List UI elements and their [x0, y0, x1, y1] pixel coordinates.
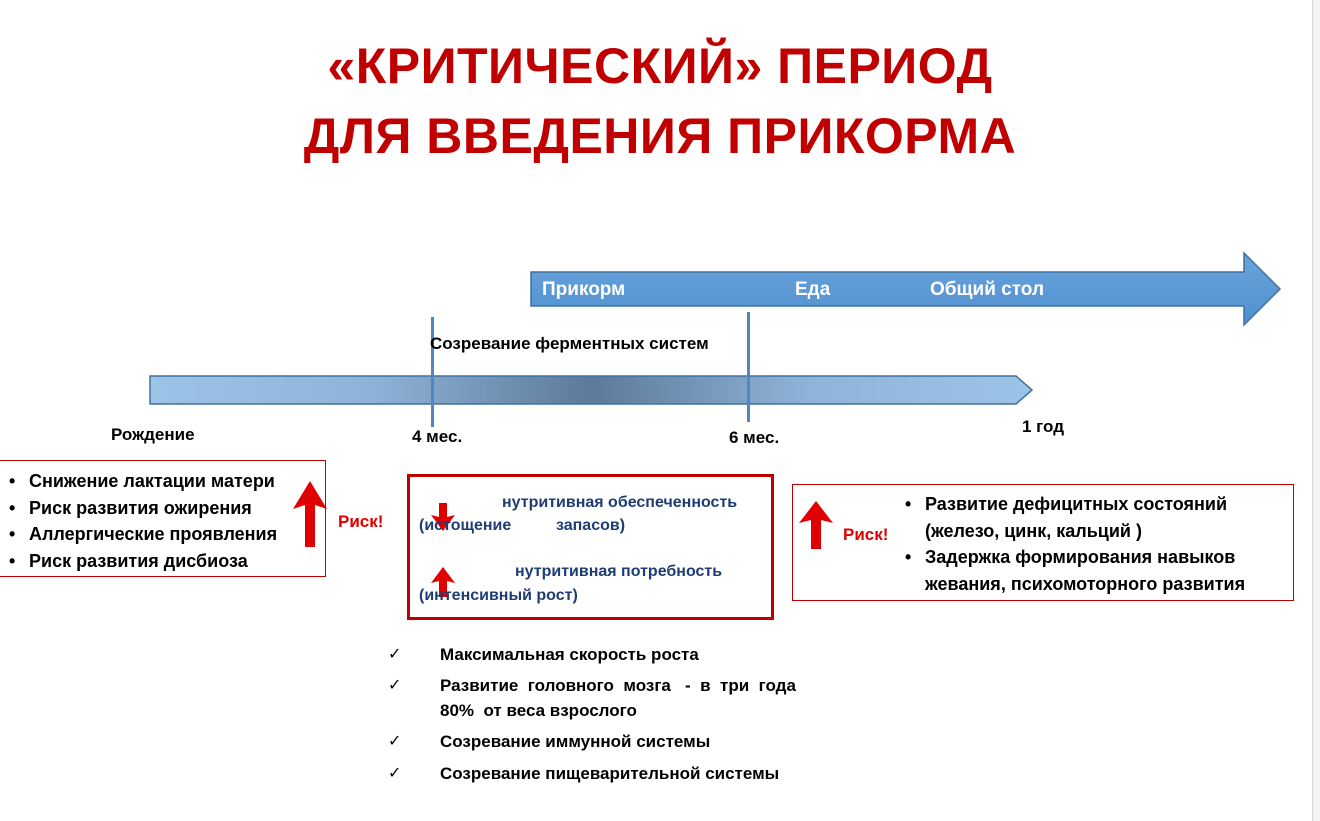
late-risk-label: Риск! [843, 525, 889, 544]
nutrition-box: нутритивная обеспеченность (истощение за… [407, 474, 774, 620]
mark-4-months: 4 мес. [412, 427, 463, 446]
title-line-2: ДЛЯ ВВЕДЕНИЯ ПРИКОРМА [303, 108, 1017, 164]
early-risk-item: Риск развития ожирения [7, 495, 277, 522]
early-risk-item: Снижение лактации матери [7, 468, 277, 495]
mark-6-months: 6 мес. [729, 428, 780, 447]
arrow-label-complementary: Прикорм [542, 279, 626, 300]
early-risk-label: Риск! [338, 512, 384, 531]
arrow-up-icon [799, 501, 833, 549]
mark-birth: Рождение [111, 425, 195, 444]
nutrition-reserves-label: запасов) [556, 517, 626, 534]
arrow-down-icon [431, 503, 455, 531]
title-line-1: «КРИТИЧЕСКИЙ» ПЕРИОД [327, 38, 993, 94]
nutrition-growth-label: (интенсивный рост) [419, 587, 578, 604]
late-risk-item-line: Задержка формирования навыков [925, 547, 1236, 567]
slide-edge [1312, 0, 1320, 821]
nutrition-depletion-label: (истощение [419, 517, 512, 534]
checklist-text: Созревание пищеварительной системы [440, 764, 780, 783]
feeding-arrow [530, 251, 1282, 327]
early-risk-item: Риск развития дисбиоза [7, 548, 277, 575]
checklist-text: 80% от веса взрослого [440, 701, 637, 720]
nutrition-need-label: нутритивная потребность [515, 563, 723, 580]
late-risk-box: Риск! Развитие дефицитных состояний (жел… [792, 484, 1294, 601]
late-risk-item: Развитие дефицитных состояний (железо, ц… [903, 491, 1245, 544]
arrow-up-icon [293, 481, 327, 547]
late-risk-item: Задержка формирования навыков жевания, п… [903, 544, 1245, 597]
late-risk-item-line: Развитие дефицитных состояний [925, 494, 1228, 514]
arrow-label-table: Общий стол [930, 279, 1045, 300]
check-icon: ✓ [388, 677, 402, 694]
check-icon: ✓ [388, 733, 402, 750]
timeline-bar [149, 375, 1034, 405]
arrow-up-icon [431, 567, 455, 597]
early-risk-box: Снижение лактации матери Риск развития о… [0, 460, 327, 577]
late-risk-item-line: (железо, цинк, кальций ) [925, 520, 1142, 541]
tick-6-months [747, 312, 750, 422]
mark-1-year: 1 год [1022, 417, 1064, 436]
late-risk-item-line: жевания, психомоторного развития [925, 573, 1246, 594]
arrow-label-food: Еда [795, 279, 831, 300]
early-risk-item: Аллергические проявления [7, 521, 277, 548]
enzyme-maturation-label: Созревание ферментных систем [430, 334, 709, 353]
tick-4-months [431, 317, 434, 427]
checklist-text: Развитие головного мозга - в три года [440, 676, 796, 695]
checklist-text: Максимальная скорость роста [440, 645, 699, 664]
checklist-text: Созревание иммунной системы [440, 732, 711, 751]
check-icon: ✓ [388, 646, 402, 663]
nutrition-supply-label: нутритивная обеспеченность [502, 494, 738, 511]
check-icon: ✓ [388, 765, 402, 782]
